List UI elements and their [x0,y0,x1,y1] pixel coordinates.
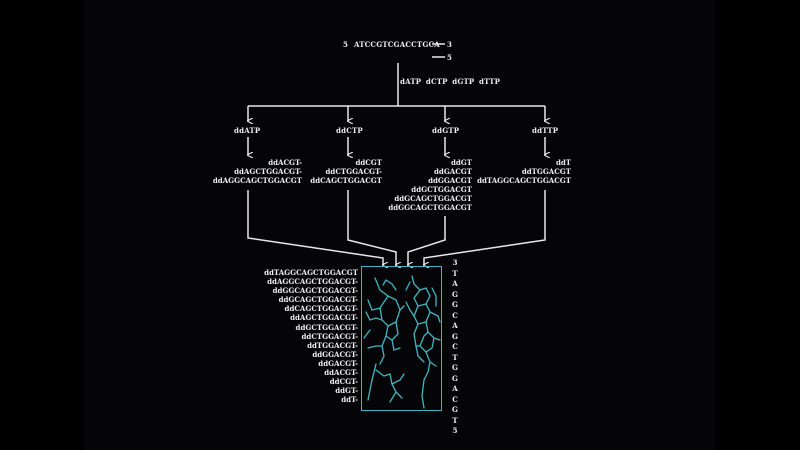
fragment: ddGCAGCTGGACGT [394,194,472,203]
base: G [452,331,458,341]
template-5prime-label: 5 [343,40,349,49]
reaction-label-ddatp: ddATP [234,126,261,135]
base: T [452,352,458,362]
fragment: ddCGT [355,158,382,167]
base: A [452,279,458,288]
ladder-band: ddGACGT- [318,358,358,368]
base: C [452,342,458,351]
ladder-band: ddGGCAGCTGGACGT- [272,286,358,296]
fragment: ddACGT- [268,158,302,167]
reaction-label-ddttp: ddTTP [532,126,559,135]
ladder-band: ddCAGCTGGACGT- [284,304,358,314]
gel-electrophoresis-box [361,266,442,411]
ladder-band: ddT- [341,395,358,405]
read-3prime-label: 3 [452,258,458,267]
base: G [452,289,458,299]
nucleotides-label: dATP dCTP dGTP dTTP [400,77,501,86]
ladder-band: ddACGT- [324,368,358,378]
fragment: ddGACGT [434,167,472,176]
ladder-band: ddGCAGCTGGACGT- [278,295,358,305]
fragment: ddAGCTGGACGT- [234,167,302,176]
reaction-label-ddgtp: ddGTP [432,126,460,135]
diagram-panel [84,0,715,450]
base: A [452,321,458,330]
reaction-label-ddctp: ddCTP [336,126,363,135]
template-sequence: ATCCGTCGACCTGCA [354,40,440,49]
base: A [452,384,458,393]
base: G [452,363,458,372]
base: T [452,415,458,425]
fragment: ddCAGCTGGACGT [310,176,382,185]
ladder-band: ddGGACGT- [312,349,358,359]
fragment: ddTGGACGT [521,167,571,176]
ladder-band: ddTGGACGT- [307,340,358,350]
ladder-band: ddCGT- [329,377,358,387]
base: G [452,300,458,309]
read-sequence-column: 3 T A G G C A G C T G G A C G T 5 [450,258,460,437]
base: G [452,405,458,414]
fragments-ddgtp: ddGT ddGACGT ddGGACGT ddGCTGGACGT ddGCAG… [362,158,472,212]
ladder-band: ddAGGCAGCTGGACGT- [267,277,358,287]
ladder-band: ddCTGGACGT- [301,331,358,341]
ladder-band: ddGCTGGACGT- [295,322,358,332]
template-3prime-label: 3 [447,40,453,49]
fragment: ddGT [451,158,472,167]
primer-5prime-label: 5 [447,53,453,62]
fragment: ddGGACGT [428,176,472,185]
fragment: ddTAGGCAGCTGGACGT [477,176,571,185]
fragment: ddGGCAGCTGGACGT [388,203,472,212]
fragment: ddGCTGGACGT [411,185,472,194]
base: C [452,310,458,320]
ladder-band: ddAGCTGGACGT- [290,313,358,323]
ladder-band: ddGT- [335,386,358,396]
fragments-ddctp: ddCGT ddCTGGACGT- ddCAGCTGGACGT [272,158,382,185]
base: G [452,373,458,383]
fragment: ddAGGCAGCTGGACGT [212,176,302,185]
ladder-band: ddTAGGCAGCTGGACGT [264,268,358,277]
gel-ladder: ddTAGGCAGCTGGACGT ddAGGCAGCTGGACGT- ddGG… [240,268,358,404]
fragment: ddT [556,158,571,167]
base: C [452,394,458,404]
read-5prime-label: 5 [452,426,458,435]
fragment: ddCTGGACGT- [325,167,382,176]
fragments-ddatp: ddACGT- ddAGCTGGACGT- ddAGGCAGCTGGACGT [192,158,302,185]
fragments-ddttp: ddT ddTGGACGT ddTAGGCAGCTGGACGT [461,158,571,185]
base: T [452,268,458,278]
